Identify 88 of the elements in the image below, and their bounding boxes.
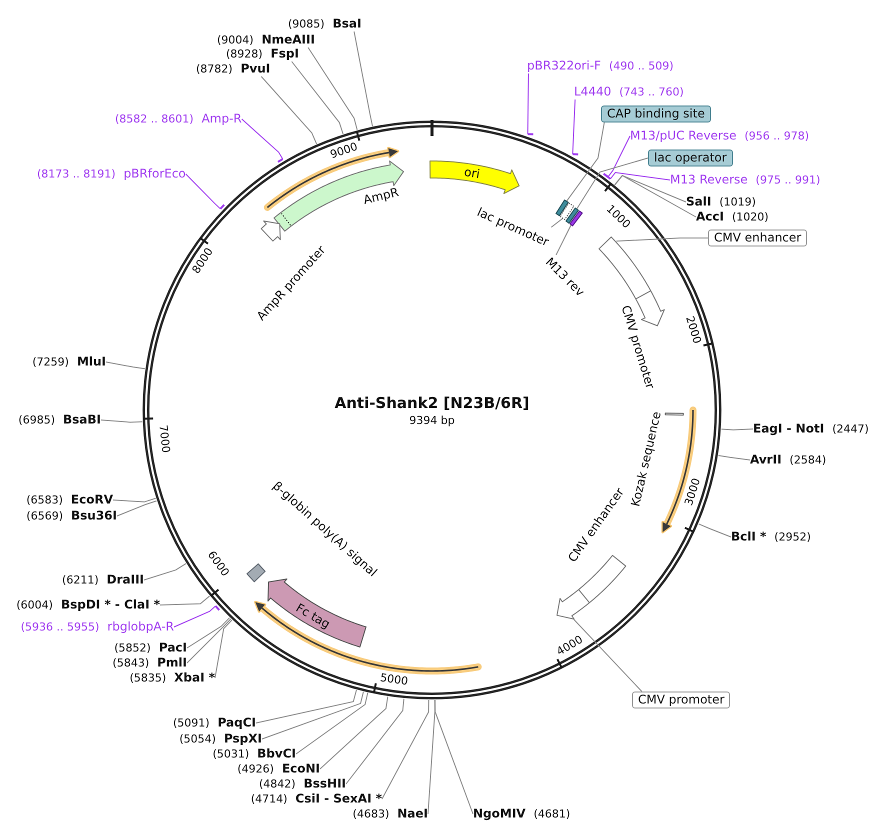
leader-line bbox=[556, 224, 572, 256]
leader-line bbox=[308, 47, 358, 130]
restriction-site-label: (5031) BbvCI bbox=[212, 746, 296, 762]
tick-label: 5000 bbox=[379, 671, 409, 690]
leader-line bbox=[214, 619, 232, 678]
leader-line bbox=[106, 362, 146, 370]
tick-label: 2000 bbox=[682, 314, 704, 346]
plasmid-length: 9394 bp bbox=[409, 414, 455, 428]
leader-line bbox=[428, 700, 436, 814]
restriction-site-label: AccI (1020) bbox=[696, 210, 769, 224]
restriction-site-label: (5852) PacI bbox=[114, 640, 187, 656]
restriction-site-label: (4683) NaeI bbox=[352, 806, 428, 822]
restriction-site-label: (4714) CsiI - SexAI * bbox=[250, 792, 382, 806]
restriction-site-label: SalI (1019) bbox=[686, 194, 756, 210]
leader-line bbox=[550, 218, 564, 228]
restriction-site-label: (5054) PspXI bbox=[179, 732, 262, 746]
leader-line bbox=[718, 454, 750, 460]
primer-label: pBR322ori-F (490 .. 509) bbox=[527, 58, 674, 74]
leader-line bbox=[605, 172, 670, 180]
restriction-site-label: (4842) BssHII bbox=[259, 776, 346, 792]
primer-label: (5936 .. 5955) rbglobpA-R bbox=[20, 620, 174, 634]
leader-line bbox=[291, 61, 344, 134]
feature-label: ori bbox=[462, 164, 481, 181]
restriction-site-label: (6004) BspDI * - ClaI * bbox=[16, 598, 160, 612]
leader-line bbox=[186, 617, 230, 648]
leader-line bbox=[616, 238, 708, 242]
leader-line bbox=[614, 174, 696, 218]
leader-line bbox=[346, 698, 404, 784]
restriction-site-label: (6569) Bsu36I bbox=[26, 508, 117, 524]
leader-line bbox=[698, 523, 732, 538]
restriction-site-label: (5091) PaqCI bbox=[172, 716, 256, 730]
leader-line bbox=[573, 618, 642, 692]
leader-line bbox=[116, 500, 158, 516]
restriction-site-label: NgoMIV (4681) bbox=[473, 806, 570, 822]
leader-line bbox=[434, 699, 474, 814]
leader-line bbox=[382, 699, 430, 800]
restriction-site-label: (8928) FspI bbox=[226, 46, 299, 62]
tick-label: 4000 bbox=[554, 632, 586, 659]
leader-line bbox=[100, 420, 143, 423]
restriction-site-label: (6985) BsaBI bbox=[18, 412, 101, 428]
restriction-site-label: (5835) XbaI * bbox=[130, 670, 215, 686]
primer-label: M13 Reverse (975 .. 991) bbox=[670, 172, 820, 188]
primer-label: L4440 (743 .. 760) bbox=[574, 84, 684, 100]
restriction-site-label: (6211) DraIII bbox=[62, 572, 144, 588]
restriction-site-label: (6583) EcoRV bbox=[26, 492, 113, 508]
feature-label: Fc tag bbox=[294, 600, 333, 631]
restriction-site-label: (8782) PvuI bbox=[196, 62, 270, 76]
feature-tag: CMV enhancer bbox=[708, 230, 808, 246]
leader-line bbox=[256, 690, 357, 724]
restriction-site-label: (9004) NmeAIII bbox=[217, 32, 315, 48]
leader-line bbox=[174, 605, 220, 628]
tick-label: 9000 bbox=[328, 140, 360, 163]
feature-tag: CMV promoter bbox=[632, 692, 730, 708]
feature-tag: CAP binding site bbox=[601, 106, 711, 122]
restriction-site-label: (5843) PmlI bbox=[112, 656, 187, 670]
restriction-site-label: BclI * (2952) bbox=[731, 530, 811, 544]
leader-line bbox=[720, 428, 754, 430]
leader-line bbox=[186, 618, 232, 664]
primer-label: (8173 .. 8191) pBRforEco bbox=[37, 166, 186, 182]
leader-line bbox=[160, 596, 210, 606]
restriction-site-label: (4926) EcoNI bbox=[237, 762, 320, 776]
feature-label: AmpR bbox=[362, 185, 400, 208]
restriction-site-label: (9085) BsaI bbox=[288, 16, 362, 32]
leader-line bbox=[185, 174, 226, 210]
plasmid-name: Anti-Shank2 [N23B/6R] bbox=[334, 394, 530, 412]
primer-label: M13/pUC Reverse (956 .. 978) bbox=[630, 128, 810, 144]
leader-line bbox=[614, 174, 686, 202]
feature-tag: lac operator bbox=[648, 150, 733, 166]
leader-line bbox=[320, 696, 388, 770]
leader-line bbox=[526, 73, 534, 136]
leader-line bbox=[262, 691, 364, 740]
tick-label: 7000 bbox=[155, 424, 172, 454]
leader-line bbox=[144, 563, 186, 580]
primer-label: (8582 .. 8601) Amp-R bbox=[115, 112, 242, 126]
leader-line bbox=[296, 692, 368, 754]
leader-line bbox=[354, 31, 373, 127]
leader-line bbox=[260, 76, 318, 144]
leader-line bbox=[566, 122, 605, 202]
tick-label: 3000 bbox=[682, 476, 704, 508]
leader-line bbox=[241, 118, 284, 163]
feature-label: Kozak sequence bbox=[628, 410, 664, 508]
leader-line bbox=[572, 99, 580, 156]
leader-line bbox=[112, 498, 156, 502]
leader-line bbox=[602, 136, 630, 178]
restriction-site-label: (7259) MluI bbox=[32, 354, 106, 370]
restriction-site-label: AvrII (2584) bbox=[750, 452, 826, 468]
restriction-site-label: EagI - NotI (2447) bbox=[753, 422, 869, 436]
leader-line bbox=[576, 158, 648, 210]
